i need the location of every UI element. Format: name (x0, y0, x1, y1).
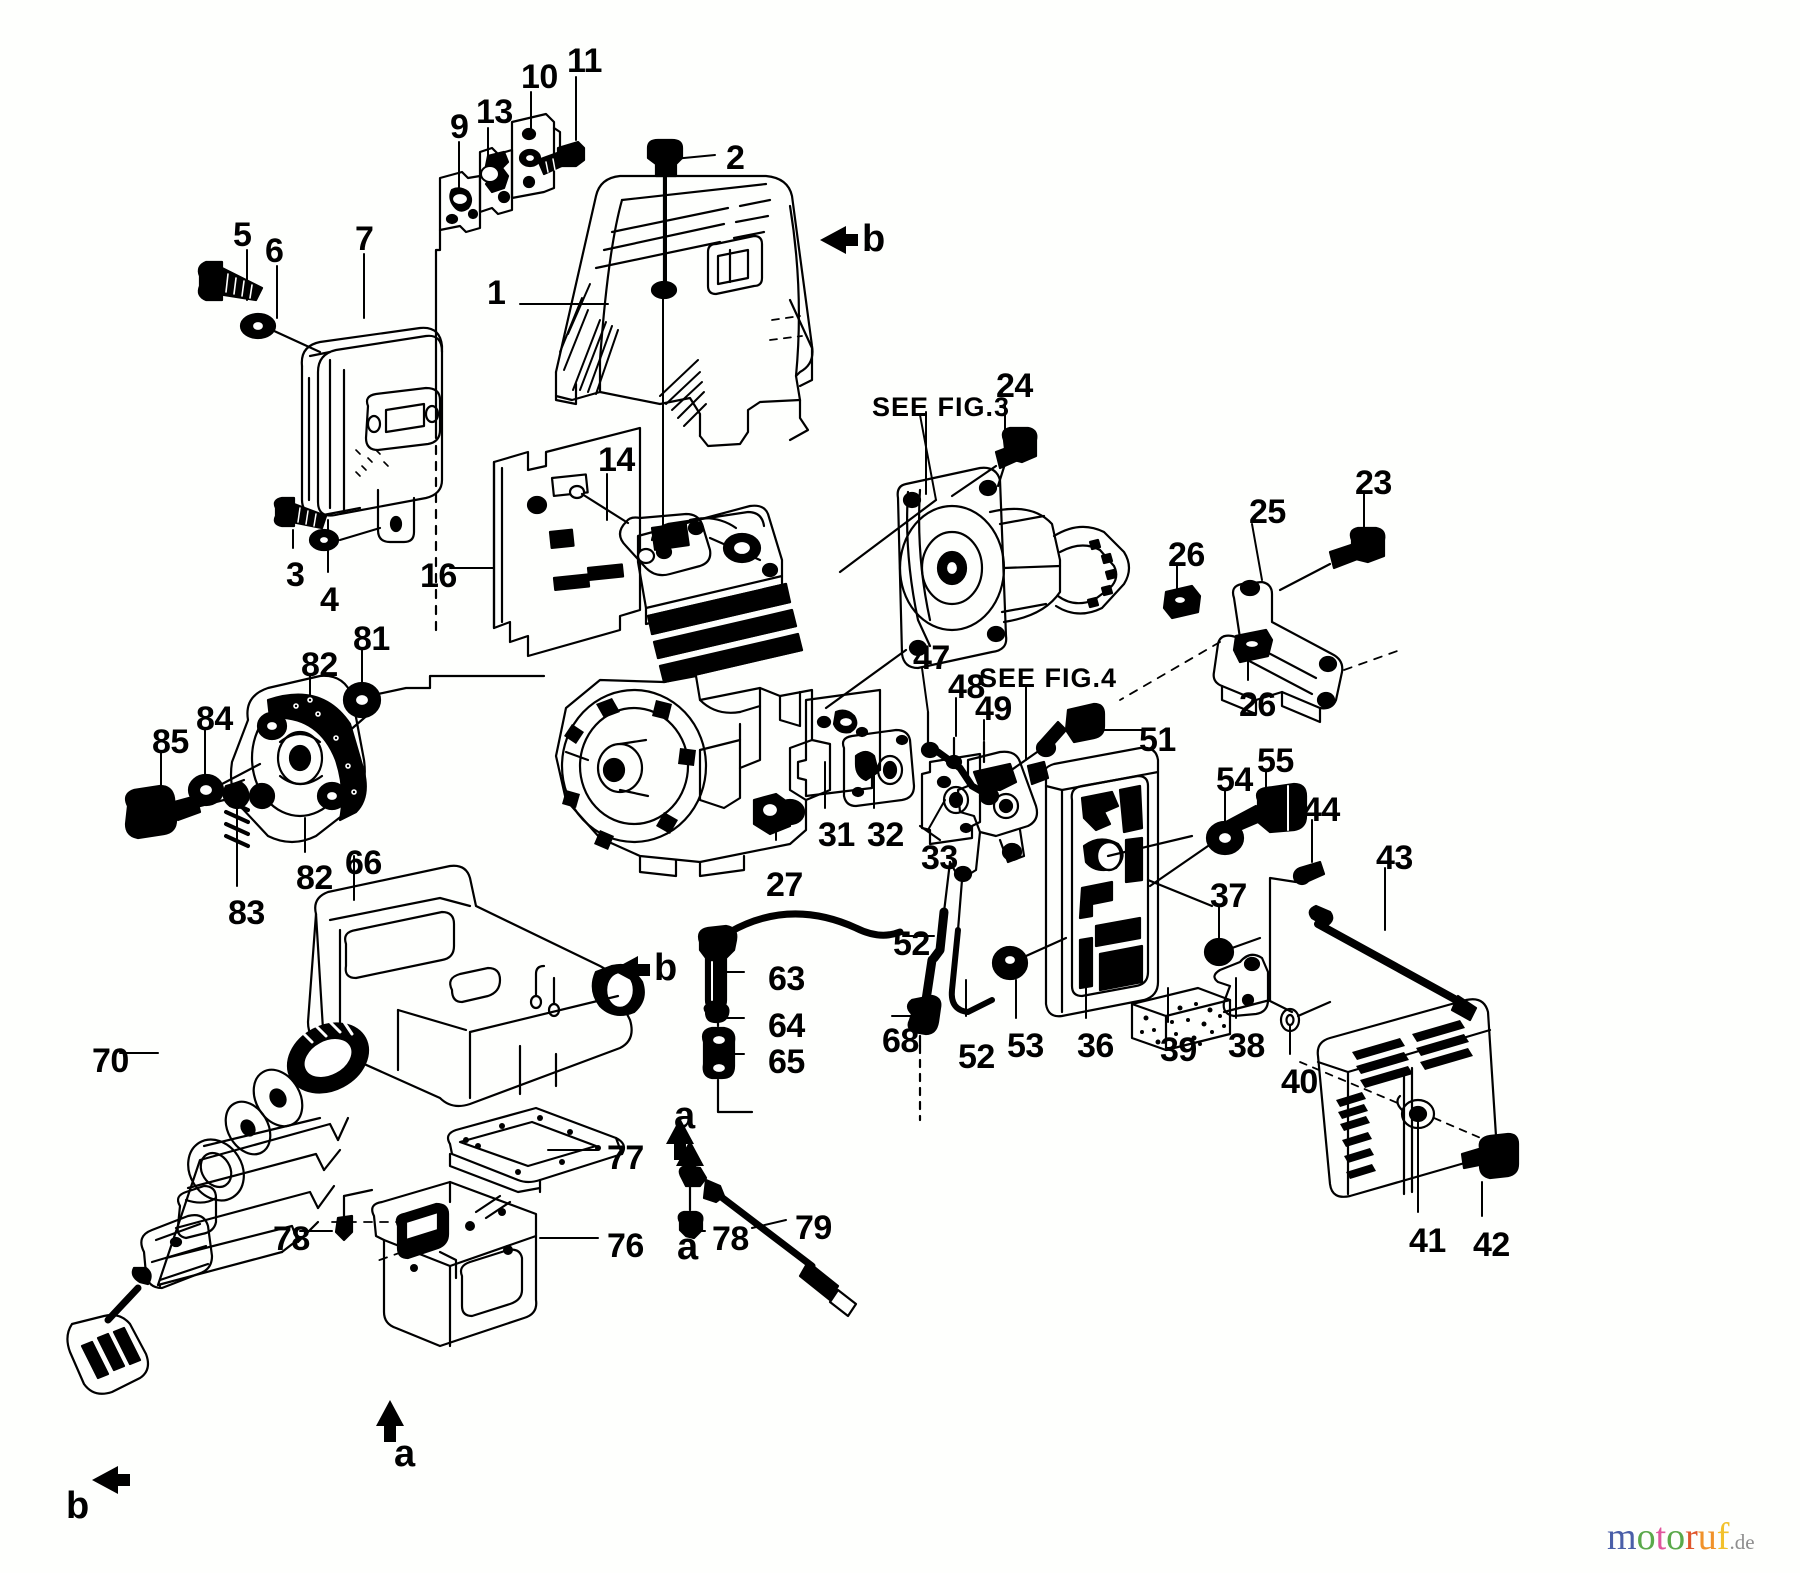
part-callout-5: 5 (233, 216, 252, 254)
part-callout-48: 48 (948, 668, 985, 706)
part-callout-39: 39 (1160, 1031, 1197, 1069)
part-callout-26: 26 (1168, 536, 1205, 574)
part-callout-52: 52 (893, 925, 930, 963)
watermark-motoruf: motoruf.de (1607, 1518, 1755, 1556)
part-callout-37: 37 (1210, 877, 1247, 915)
watermark-letter: m (1607, 1516, 1637, 1558)
part-callout-6: 6 (265, 232, 284, 270)
section-marker-b-top-right: b (862, 218, 885, 260)
section-marker-a-tank: a (674, 1095, 695, 1137)
part-callout-24: 24 (996, 367, 1033, 405)
watermark-letter: o (1666, 1516, 1686, 1558)
section-marker-a-bracket: a (394, 1433, 415, 1475)
figure-reference-fig4: SEE FIG.4 (979, 663, 1118, 693)
part-callout-49: 49 (975, 690, 1012, 728)
part-callout-36: 36 (1077, 1027, 1114, 1065)
part-callout-77: 77 (607, 1139, 644, 1177)
part-callout-66: 66 (345, 844, 382, 882)
part-callout-1: 1 (487, 274, 506, 312)
part-callout-82: 82 (296, 859, 333, 897)
part-callout-78: 78 (273, 1220, 310, 1258)
part-callout-85: 85 (152, 723, 189, 761)
part-callout-3: 3 (286, 556, 305, 594)
watermark-letter: r (1685, 1516, 1698, 1558)
part-callout-32: 32 (867, 816, 904, 854)
part-callout-27: 27 (766, 866, 803, 904)
part-callout-51: 51 (1139, 721, 1176, 759)
watermark-letter: o (1636, 1516, 1656, 1558)
part-callout-55: 55 (1257, 742, 1294, 780)
part-callout-70: 70 (92, 1042, 129, 1080)
part-callout-40: 40 (1281, 1063, 1318, 1101)
section-marker-b-bottom-left: b (66, 1485, 89, 1527)
part-callout-44: 44 (1303, 791, 1340, 829)
part-callout-47: 47 (913, 639, 950, 677)
part-callout-53: 53 (1007, 1027, 1044, 1065)
part-callout-82: 82 (301, 646, 338, 684)
part-callout-7: 7 (355, 220, 374, 258)
part-callout-43: 43 (1376, 839, 1413, 877)
part-callout-54: 54 (1216, 761, 1253, 799)
part-callout-81: 81 (353, 620, 390, 658)
part-callout-2: 2 (726, 139, 745, 177)
part-callout-33: 33 (921, 839, 958, 877)
part-callout-78: 78 (712, 1220, 749, 1258)
part-callout-16: 16 (420, 557, 457, 595)
part-callout-76: 76 (607, 1227, 644, 1265)
watermark-letter: u (1697, 1516, 1717, 1558)
watermark-letter: t (1655, 1516, 1667, 1558)
part-callout-23: 23 (1355, 464, 1392, 502)
part-callout-31: 31 (818, 816, 855, 854)
part-callout-41: 41 (1409, 1222, 1446, 1260)
part-callout-10: 10 (521, 58, 558, 96)
part-callout-13: 13 (476, 93, 513, 131)
part-callout-26: 26 (1239, 686, 1276, 724)
part-callout-11: 11 (567, 42, 602, 80)
part-callout-63: 63 (768, 960, 805, 998)
part-callout-64: 64 (768, 1007, 805, 1045)
part-callout-25: 25 (1249, 493, 1286, 531)
part-callout-83: 83 (228, 894, 265, 932)
part-callout-38: 38 (1228, 1027, 1265, 1065)
section-marker-a-throttle: a (677, 1226, 698, 1268)
part-callout-42: 42 (1473, 1226, 1510, 1264)
section-marker-b-tank: b (654, 947, 677, 989)
part-callout-68: 68 (882, 1022, 919, 1060)
part-callout-4: 4 (320, 581, 339, 619)
watermark-tld: .de (1729, 1530, 1755, 1554)
part-callout-79: 79 (795, 1209, 832, 1247)
part-callout-9: 9 (450, 108, 469, 146)
part-callout-52: 52 (958, 1038, 995, 1076)
figure-reference-fig3: SEE FIG.3 (872, 392, 1011, 422)
part-callout-65: 65 (768, 1043, 805, 1081)
watermark-letter: f (1716, 1516, 1730, 1558)
part-callout-14: 14 (598, 441, 635, 479)
part-callout-84: 84 (196, 700, 233, 738)
